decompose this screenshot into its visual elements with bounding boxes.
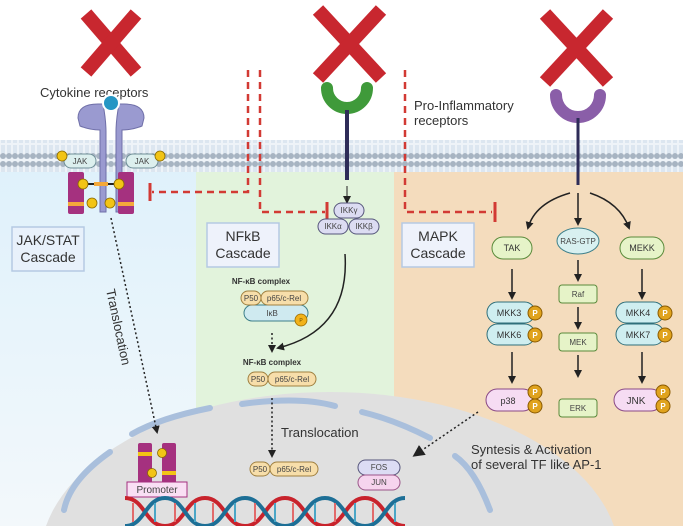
jak-right: JAK	[125, 150, 166, 169]
svg-text:NFkB: NFkB	[226, 228, 261, 244]
arrow-stat-translocation	[110, 217, 160, 434]
svg-text:FOS: FOS	[371, 463, 387, 472]
mkk4-mkk7: MKK4 MKK7 P P	[615, 301, 673, 346]
pro-inflammatory-label-2: receptors	[414, 113, 469, 128]
svg-text:P50: P50	[253, 465, 268, 474]
synthesis-label-2: of several TF like AP-1	[471, 457, 602, 472]
ap1-complex: FOS JUN	[357, 459, 401, 491]
svg-text:JAK/STAT: JAK/STAT	[16, 232, 80, 248]
svg-text:Cascade: Cascade	[20, 249, 75, 265]
svg-text:P: P	[662, 331, 668, 340]
svg-text:P: P	[662, 309, 668, 318]
svg-text:Cascade: Cascade	[410, 245, 465, 261]
dna-helix	[124, 495, 406, 529]
x-mark-icon	[312, 5, 387, 83]
svg-text:P: P	[660, 388, 666, 397]
erk: ERK	[558, 398, 598, 418]
x-mark-icon	[539, 9, 614, 87]
svg-text:JAK: JAK	[135, 157, 150, 166]
svg-text:p65/c-Rel: p65/c-Rel	[275, 375, 309, 384]
svg-text:TAK: TAK	[504, 243, 521, 253]
jak-left: JAK	[56, 150, 97, 169]
nuclear-stat-dimer	[138, 443, 176, 483]
nuclear-envelope	[61, 397, 493, 513]
svg-text:Raf: Raf	[572, 290, 585, 299]
svg-text:P: P	[299, 318, 303, 324]
mapk-receptor	[550, 89, 606, 185]
svg-text:p38: p38	[500, 396, 515, 406]
x-mark-icon	[80, 9, 142, 77]
svg-text:P: P	[660, 402, 666, 411]
cytokine-receptors-label: Cytokine receptors	[40, 85, 149, 100]
svg-text:ERK: ERK	[570, 404, 587, 413]
mkk3-mkk6: MKK3 MKK6 P P	[486, 301, 543, 346]
svg-text:IKKβ: IKKβ	[355, 222, 373, 231]
svg-text:p65/c-Rel: p65/c-Rel	[267, 294, 301, 303]
stat-dimer	[68, 172, 134, 214]
jak-stat-cascade-box: JAK/STAT Cascade	[11, 226, 85, 272]
jnk: JNK P P	[613, 384, 671, 414]
svg-text:JAK: JAK	[73, 157, 88, 166]
synthesis-label-1: Syntesis & Activation	[471, 442, 592, 457]
svg-text:P50: P50	[251, 375, 266, 384]
svg-text:P: P	[532, 331, 538, 340]
nfkb-receptor	[321, 82, 373, 180]
svg-text:p65/c-Rel: p65/c-Rel	[277, 465, 311, 474]
ikk-complex: IKKγ IKKα IKKβ	[317, 202, 380, 235]
svg-text:IKKα: IKKα	[324, 222, 342, 231]
svg-text:MKK3: MKK3	[497, 308, 522, 318]
svg-text:MKK7: MKK7	[626, 330, 651, 340]
nfkb-cascade-box: NFkB Cascade	[206, 222, 280, 268]
p38: p38 P P	[485, 384, 543, 414]
mekk: MEKK	[619, 236, 665, 260]
mapk-arrows	[508, 260, 646, 384]
promoter: Promoter	[126, 481, 188, 498]
nfkb-complex-label-2: NF-κB complex	[243, 358, 302, 367]
svg-text:MKK6: MKK6	[497, 330, 522, 340]
mek: MEK	[558, 332, 598, 352]
translocation-center-label: Translocation	[281, 425, 359, 440]
svg-text:P50: P50	[244, 294, 259, 303]
tak: TAK	[491, 236, 533, 260]
svg-text:Promoter: Promoter	[136, 485, 178, 496]
mapk-branch-arrows	[525, 192, 631, 230]
mapk-cascade-box: MAPK Cascade	[401, 222, 475, 268]
svg-text:P: P	[532, 388, 538, 397]
svg-text:P: P	[532, 402, 538, 411]
ras-gtp: RAS-GTP	[556, 227, 600, 255]
svg-text:MKK4: MKK4	[626, 308, 651, 318]
inhibition-lines	[152, 70, 492, 214]
svg-text:JNK: JNK	[627, 396, 646, 407]
nfkb-complex-label-1: NF-κB complex	[232, 277, 291, 286]
nfkb-nuclear-complex: P50 p65/c-Rel	[249, 461, 319, 477]
pro-inflammatory-label-1: Pro-Inflammatory	[414, 98, 514, 113]
svg-text:RAS-GTP: RAS-GTP	[560, 237, 596, 246]
svg-text:JUN: JUN	[371, 478, 387, 487]
svg-text:P: P	[532, 309, 538, 318]
arrow-mapk-to-nucleus	[412, 411, 479, 457]
ligand	[102, 94, 120, 112]
cell-membrane	[0, 140, 683, 172]
svg-text:Cascade: Cascade	[215, 245, 270, 261]
dna-base-pairs	[132, 503, 396, 522]
svg-text:IκB: IκB	[266, 309, 278, 318]
svg-text:MEK: MEK	[569, 338, 587, 347]
nfkb-ikb-complex: IκB P P50 p65/c-Rel	[240, 290, 309, 327]
svg-text:IKKγ: IKKγ	[341, 206, 358, 215]
svg-text:MEKK: MEKK	[629, 243, 655, 253]
nfkb-active-complex: P50 p65/c-Rel	[247, 371, 317, 387]
arrow-ikk-to-nfkb	[276, 253, 347, 351]
raf: Raf	[558, 284, 598, 304]
svg-text:MAPK: MAPK	[418, 228, 458, 244]
